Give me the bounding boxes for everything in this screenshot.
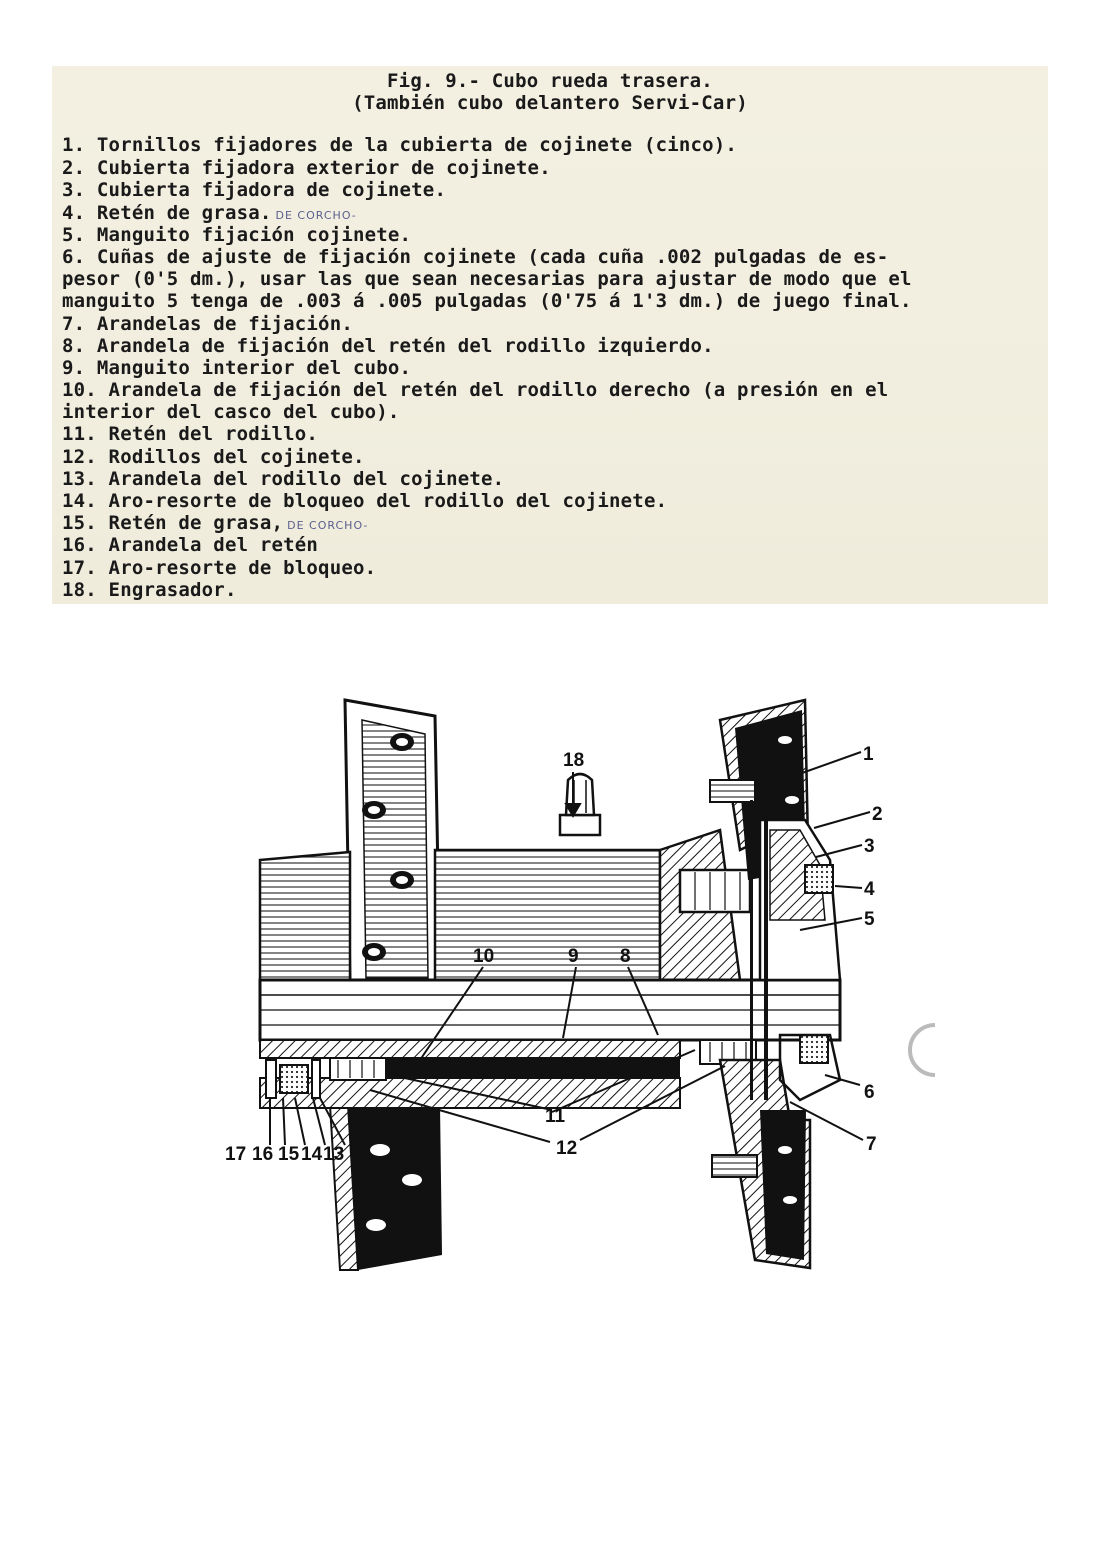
axle-sleeve	[258, 978, 842, 1109]
bearing-cover-right	[750, 800, 842, 1102]
diagram-label: 7	[866, 1134, 877, 1155]
list-item: 1. Tornillos fijadores de la cubierta de…	[62, 134, 738, 156]
list-item: 8. Arandela de fijación del retén del ro…	[62, 335, 714, 357]
list-item: 2. Cubierta fijadora exterior de cojinet…	[62, 157, 551, 179]
list-item: 17. Aro-resorte de bloqueo.	[62, 557, 377, 579]
diagram-label: 4	[864, 879, 875, 900]
diagram-label: 17	[225, 1144, 246, 1165]
diagram-label: 6	[864, 1082, 875, 1103]
diagram-label: 14	[301, 1144, 323, 1165]
left-flange	[343, 698, 442, 982]
list-item-continuation: interior del casco del cubo).	[62, 401, 400, 423]
diagram-label: 5	[864, 909, 875, 930]
handwritten-note: DE CORCHO-	[275, 209, 357, 222]
left-bearing	[265, 1057, 387, 1099]
list-item: 7. Arandelas de fijación.	[62, 313, 353, 335]
list-item: 11. Retén del rodillo.	[62, 423, 319, 445]
list-item: 3. Cubierta fijadora de cojinete.	[62, 179, 447, 201]
punch-hole-mark	[908, 1023, 936, 1077]
list-item-text: 4. Retén de grasa.	[62, 202, 272, 224]
figure-subtitle: (También cubo delantero Servi-Car)	[352, 92, 748, 114]
list-item-continuation: manguito 5 tenga de .003 á .005 pulgadas…	[62, 290, 912, 312]
list-item: 5. Manguito fijación cojinete.	[62, 224, 412, 246]
diagram-label: 15	[278, 1144, 300, 1165]
list-item: 10. Arandela de fijación del retén del r…	[62, 379, 889, 401]
list-item: 6. Cuñas de ajuste de fijación cojinete …	[62, 246, 889, 268]
list-item: 9. Manguito interior del cubo.	[62, 357, 412, 379]
list-item: 14. Aro-resorte de bloqueo del rodillo d…	[62, 490, 668, 512]
diagram-label: 9	[568, 946, 579, 967]
leader-lines	[269, 751, 871, 1146]
list-item: 4. Retén de grasa.DE CORCHO-	[62, 202, 1046, 224]
list-item: 12. Rodillos del cojinete.	[62, 446, 365, 468]
diagram-label: 3	[864, 836, 875, 857]
diagram-label: 13	[323, 1144, 344, 1165]
hub-drum	[258, 828, 742, 982]
diagram-label: 10	[473, 946, 494, 967]
list-item-continuation: pesor (0'5 dm.), usar las que sean neces…	[62, 268, 912, 290]
list-item: 13. Arandela del rodillo del cojinete.	[62, 468, 505, 490]
diagram-label: 16	[252, 1144, 273, 1165]
diagram-label: 1	[863, 744, 874, 765]
list-item: 16. Arandela del retén	[62, 534, 319, 556]
hub-cross-section-diagram: 1 2 3 4 5 6 7 8 9 10 11 12 13 14 15 16 1…	[180, 680, 940, 1280]
list-item-text: 15. Retén de grasa,	[62, 512, 284, 534]
diagram-label: 12	[556, 1138, 577, 1159]
diagram-label: 11	[545, 1106, 566, 1127]
figure-title: Fig. 9.- Cubo rueda trasera.	[387, 70, 713, 92]
diagram-label: 2	[872, 804, 883, 825]
list-item: 15. Retén de grasa,DE CORCHO-	[62, 512, 1046, 534]
list-item: 18. Engrasador.	[62, 579, 237, 601]
scanned-text-block	[52, 66, 1048, 604]
diagram-label: 8	[620, 946, 631, 967]
diagram-label: 18	[563, 750, 584, 771]
handwritten-note: DE CORCHO-	[287, 519, 369, 532]
left-flange-section	[328, 1104, 442, 1271]
